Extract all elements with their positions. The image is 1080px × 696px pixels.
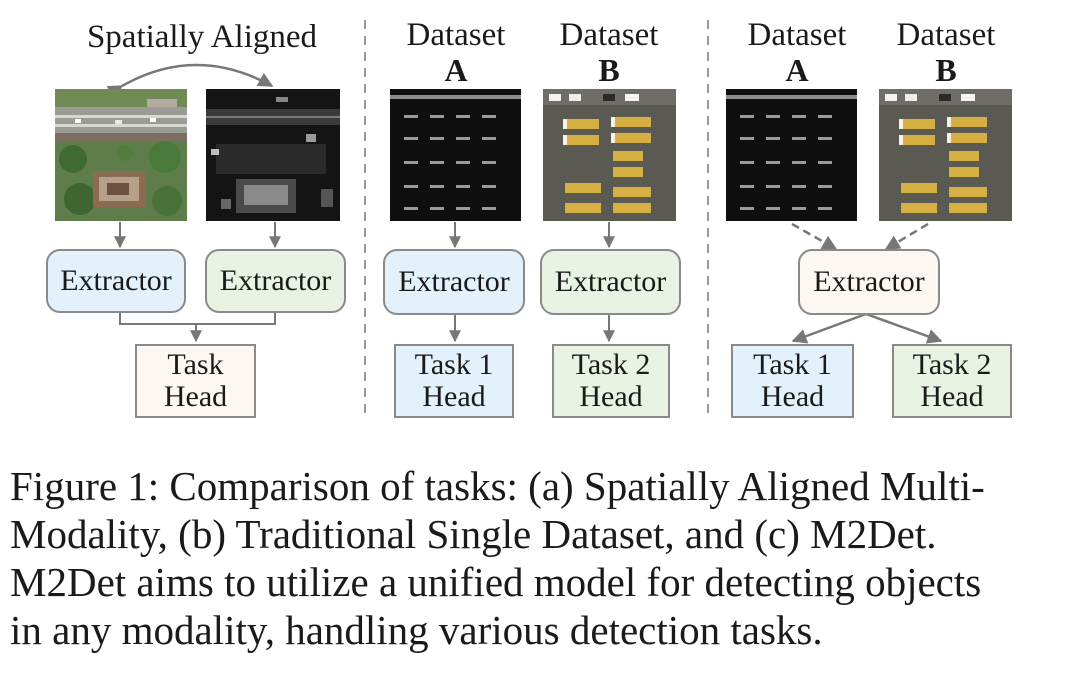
dataset-b-letter-b: B xyxy=(598,52,620,88)
sar-parking-image-c xyxy=(726,89,857,221)
extractor-label: Extractor xyxy=(554,265,667,298)
extractor-label: Extractor xyxy=(219,264,332,297)
dataset-a-letter-c: A xyxy=(785,52,809,88)
arrow-c-a-extractor xyxy=(791,222,838,251)
head-line2: Head xyxy=(760,380,825,413)
dataset-a-label-c: Dataset xyxy=(747,17,847,53)
head-line2: Head xyxy=(163,380,228,413)
merge-line-a xyxy=(119,312,276,325)
aerial-city-rgb-image xyxy=(55,89,187,221)
spatial-alignment-arrow xyxy=(106,63,274,100)
figure-caption: Figure 1: Comparison of tasks: (a) Spati… xyxy=(10,462,1070,654)
head-line2: Head xyxy=(422,380,486,413)
head-line2: Head xyxy=(920,380,984,413)
sar-parking-image-b xyxy=(390,89,521,221)
extractor-b-b: Extractor xyxy=(540,249,681,315)
head-line2: Head xyxy=(579,380,643,413)
extractor-a-right: Extractor xyxy=(205,249,346,313)
panel-a-title: Spatially Aligned xyxy=(86,19,318,55)
arrow-c-b-extractor xyxy=(884,222,929,251)
caption-line-2: Modality, (b) Traditional Single Dataset… xyxy=(10,511,937,557)
extractor-label: Extractor xyxy=(60,264,172,297)
caption-line-3: M2Det aims to utilize a unified model fo… xyxy=(10,559,982,605)
dataset-a-label-b: Dataset xyxy=(406,17,506,53)
head-line1: Task 1 xyxy=(414,348,494,381)
connector-layer xyxy=(106,20,943,415)
extractor-a-left: Extractor xyxy=(46,249,186,313)
caption-line-1: Figure 1: Comparison of tasks: (a) Spati… xyxy=(10,463,985,509)
shared-extractor-c: Extractor xyxy=(798,249,940,315)
task-head-a: Task Head xyxy=(135,344,256,418)
head-line1: Task 2 xyxy=(571,348,651,381)
extractor-label: Extractor xyxy=(813,265,925,298)
task2-head-b: Task 2 Head xyxy=(552,344,670,418)
optical-bus-image-c xyxy=(879,89,1012,221)
arrow-c-head1 xyxy=(791,312,867,344)
extractor-b-a: Extractor xyxy=(383,249,525,315)
task2-head-c: Task 2 Head xyxy=(892,344,1012,418)
arrow-c-head2 xyxy=(865,312,943,344)
sar-grayscale-image xyxy=(206,89,340,221)
optical-bus-image-b xyxy=(543,89,676,221)
caption-line-4: in any modality, handling various detect… xyxy=(10,607,823,653)
task1-head-c: Task 1 Head xyxy=(731,344,854,418)
head-line1: Task 1 xyxy=(753,348,832,381)
dataset-b-letter-c: B xyxy=(935,52,957,88)
head-line1: Task xyxy=(167,348,224,381)
extractor-label: Extractor xyxy=(398,265,510,298)
dataset-a-letter-b: A xyxy=(444,52,468,88)
task1-head-b: Task 1 Head xyxy=(394,344,514,418)
head-line1: Task 2 xyxy=(912,348,992,381)
dataset-b-label-b: Dataset xyxy=(559,17,659,53)
dataset-b-label-c: Dataset xyxy=(896,17,996,53)
